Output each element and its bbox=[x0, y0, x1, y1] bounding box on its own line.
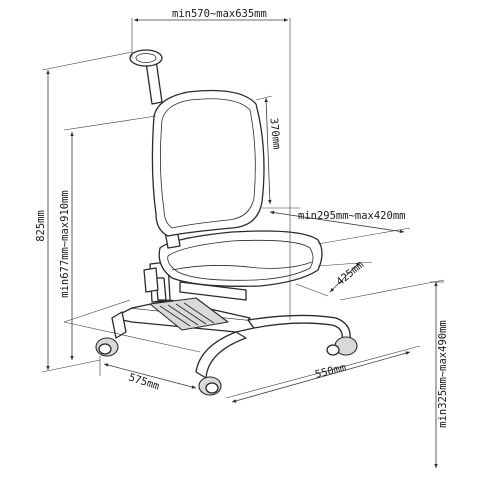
seat bbox=[158, 230, 323, 287]
label-total-height: 825mm bbox=[35, 210, 47, 242]
backrest bbox=[151, 89, 265, 237]
base-frame bbox=[111, 297, 351, 379]
chair bbox=[95, 49, 358, 396]
caster-rear-right[interactable] bbox=[326, 336, 358, 356]
caster-front[interactable] bbox=[198, 376, 222, 396]
label-seat-height: min325mm~max490mm bbox=[437, 320, 449, 427]
dimension-lines bbox=[41, 18, 445, 468]
label-base-width: 550mm bbox=[314, 362, 348, 381]
height-adjust-handle[interactable] bbox=[129, 49, 163, 105]
label-back-top-height: min677mm~max910mm bbox=[59, 190, 71, 297]
caster-rear-left[interactable] bbox=[95, 337, 119, 357]
label-seat-width: 425mm bbox=[334, 259, 366, 289]
label-top-width: min570~max635mm bbox=[172, 8, 267, 20]
label-seat-depth: min295mm~max420mm bbox=[298, 210, 405, 222]
label-back-height: 370mm bbox=[267, 117, 282, 150]
